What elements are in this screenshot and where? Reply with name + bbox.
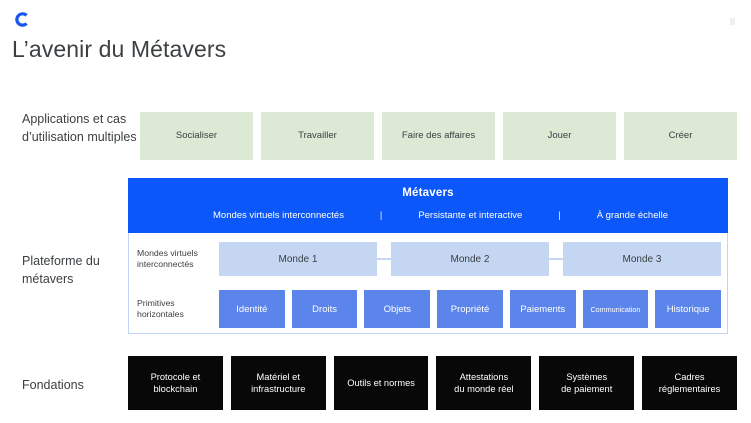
primitive-label: Droits — [312, 303, 337, 315]
primitive-box[interactable]: Historique — [655, 290, 722, 328]
world-connector — [377, 258, 391, 260]
platform-header: Métavers Mondes virtuels interconnectés … — [128, 178, 728, 233]
foundation-box[interactable]: Systèmes de paiement — [539, 356, 635, 410]
foundation-label-line2: infrastructure — [251, 384, 306, 394]
foundation-label: Cadres réglementaires — [659, 371, 721, 396]
world-label: Monde 1 — [278, 253, 318, 265]
foundation-label-line1: Matériel et — [256, 371, 300, 382]
foundation-label-line1: Outils et normes — [347, 377, 415, 388]
foundation-label-line1: Attestations — [459, 371, 509, 382]
subtitle-separator: | — [379, 210, 383, 221]
applications-row: Socialiser Travailler Faire des affaires… — [140, 112, 737, 160]
foundations-row: Protocole et blockchain Matériel et infr… — [128, 356, 737, 410]
foundation-label: Matériel et infrastructure — [251, 371, 305, 396]
foundation-label-line2: du monde réel — [454, 384, 514, 394]
primitives-row-label: Primitives horizontales — [137, 298, 184, 319]
foundation-box[interactable]: Attestations du monde réel — [436, 356, 532, 410]
world-label: Monde 3 — [622, 253, 662, 265]
application-label: Faire des affaires — [401, 130, 476, 141]
primitive-label: Historique — [666, 303, 710, 315]
foundation-label-line1: Systèmes — [566, 371, 608, 382]
application-label: Travailler — [298, 130, 337, 141]
foundation-label-line1: Cadres — [674, 371, 705, 382]
corner-mark — [730, 18, 735, 25]
foundation-label: Systèmes de paiement — [561, 371, 612, 396]
primitive-box[interactable]: Propriété — [437, 290, 503, 328]
page-title: L’avenir du Métavers — [12, 36, 227, 62]
application-box[interactable]: Faire des affaires — [382, 112, 495, 160]
world-label: Monde 2 — [450, 253, 490, 265]
primitive-box[interactable]: Communication — [582, 290, 649, 328]
worlds-boxes: Monde 1 Monde 2 Monde 3 — [219, 242, 729, 276]
row-label-foundations: Fondations — [22, 378, 84, 392]
application-box[interactable]: Créer — [624, 112, 737, 160]
application-box[interactable]: Jouer — [503, 112, 616, 160]
foundation-label-line2: réglementaires — [658, 384, 721, 394]
platform-container: Métavers Mondes virtuels interconnectés … — [128, 178, 728, 334]
foundation-label: Protocole et blockchain — [151, 371, 201, 396]
application-label: Jouer — [547, 130, 572, 141]
primitive-box[interactable]: Droits — [291, 290, 358, 328]
platform-subtitle: Persistante et interactive — [418, 210, 523, 221]
foundation-box[interactable]: Outils et normes — [333, 356, 429, 410]
application-box[interactable]: Socialiser — [140, 112, 253, 160]
world-box[interactable]: Monde 2 — [391, 242, 549, 276]
primitive-box[interactable]: Paiements — [509, 290, 576, 328]
world-connector — [549, 258, 563, 260]
primitive-label: Propriété — [450, 303, 490, 315]
platform-header-title: Métavers — [402, 187, 454, 199]
application-label: Socialiser — [175, 130, 218, 141]
foundation-box[interactable]: Protocole et blockchain — [128, 356, 223, 410]
foundation-box[interactable]: Cadres réglementaires — [642, 356, 737, 410]
world-box[interactable]: Monde 3 — [563, 242, 721, 276]
row-label-applications: Applications et cas d’utilisation multip… — [22, 112, 137, 144]
primitive-label: Objets — [383, 303, 412, 315]
foundation-label: Attestations du monde réel — [454, 371, 513, 396]
foundation-label-line2: de paiement — [561, 384, 613, 394]
platform-subtitle: Mondes virtuels interconnectés — [213, 210, 344, 221]
application-label: Créer — [668, 130, 693, 141]
circle-c-logo-icon — [14, 11, 31, 28]
platform-header-subtitles: Mondes virtuels interconnectés | Persist… — [213, 210, 668, 221]
foundation-label-line1: Protocole et — [150, 371, 201, 382]
platform-subtitle: À grande échelle — [596, 210, 668, 221]
primitive-label: Identité — [236, 303, 268, 315]
primitives-row: Primitives horizontales Identité Droits … — [129, 287, 729, 331]
world-box[interactable]: Monde 1 — [219, 242, 377, 276]
primitives-boxes: Identité Droits Objets Propriété Paiemen… — [219, 290, 729, 328]
row-label-platform: Plateforme du métavers — [22, 254, 100, 286]
primitive-label: Communication — [590, 304, 641, 314]
foundation-box[interactable]: Matériel et infrastructure — [230, 356, 326, 410]
foundation-label: Outils et normes — [347, 377, 415, 390]
primitive-box[interactable]: Objets — [364, 290, 431, 328]
worlds-row: Mondes virtuels interconnectés Monde 1 M… — [129, 239, 729, 279]
foundation-label-line2: blockchain — [153, 384, 198, 394]
application-box[interactable]: Travailler — [261, 112, 374, 160]
subtitle-separator: | — [558, 210, 561, 221]
worlds-row-label: Mondes virtuels interconnectés — [137, 248, 198, 269]
primitive-box[interactable]: Identité — [219, 290, 285, 328]
primitive-label: Paiements — [520, 303, 566, 315]
